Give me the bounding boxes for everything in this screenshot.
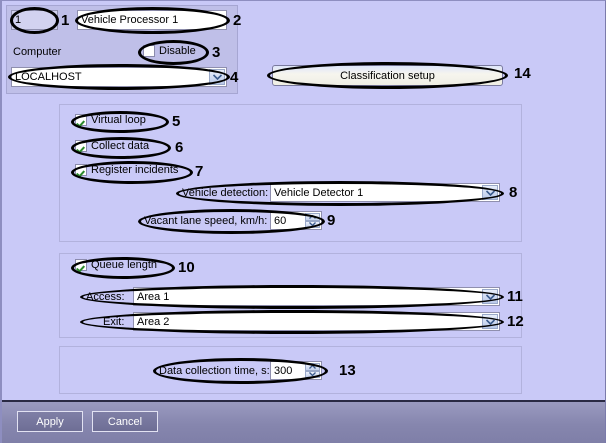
- vacant-lane-speed-spin-buttons[interactable]: [305, 213, 320, 228]
- callout-number-7: 7: [195, 163, 204, 180]
- chevron-down-icon[interactable]: [482, 314, 498, 329]
- virtual-loop-checkbox[interactable]: Virtual loop: [75, 114, 146, 126]
- access-select[interactable]: Area 1: [133, 287, 500, 306]
- disable-checkbox[interactable]: Disable: [143, 45, 196, 57]
- collect-data-checkbox-box[interactable]: [75, 140, 87, 152]
- queue-length-checkbox[interactable]: Queue length: [75, 259, 157, 271]
- callout-number-1: 1: [61, 12, 70, 29]
- computer-label: Computer: [13, 46, 62, 58]
- spinner-up-icon[interactable]: [305, 363, 320, 371]
- callout-number-3: 3: [212, 44, 221, 61]
- callout-number-10: 10: [178, 259, 195, 276]
- callout-number-9: 9: [327, 212, 336, 229]
- callout-number-6: 6: [175, 139, 184, 156]
- spinner-down-icon[interactable]: [305, 220, 320, 228]
- command-bar: Apply Cancel: [2, 400, 605, 443]
- vacant-lane-speed-stepper[interactable]: 60: [270, 211, 322, 230]
- exit-select[interactable]: Area 2: [133, 312, 500, 331]
- disable-checkbox-box[interactable]: [143, 45, 155, 57]
- queue-length-checkbox-box[interactable]: [75, 259, 87, 271]
- callout-number-14: 14: [514, 65, 531, 82]
- processor-id-field[interactable]: 1: [11, 10, 58, 30]
- callout-number-12: 12: [507, 313, 524, 330]
- register-incidents-checkbox-label: Register incidents: [91, 164, 179, 176]
- spinner-up-icon[interactable]: [305, 213, 320, 221]
- callout-number-5: 5: [172, 113, 181, 130]
- vacant-lane-speed-value: 60: [274, 215, 287, 227]
- apply-button-label: Apply: [36, 415, 64, 428]
- vehicle-detection-select-value: Vehicle Detector 1: [274, 187, 364, 199]
- callout-number-4: 4: [230, 69, 239, 86]
- callout-number-11: 11: [507, 288, 523, 305]
- queue-length-checkbox-label: Queue length: [91, 259, 158, 271]
- cancel-button[interactable]: Cancel: [92, 411, 158, 432]
- callout-number-13: 13: [339, 362, 356, 379]
- disable-checkbox-label: Disable: [159, 45, 196, 57]
- callout-number-2: 2: [233, 12, 242, 29]
- register-incidents-checkbox[interactable]: Register incidents: [75, 164, 178, 176]
- apply-button[interactable]: Apply: [17, 411, 83, 432]
- processor-name-field[interactable]: Vehicle Processor 1: [77, 10, 227, 30]
- exit-label: Exit:: [103, 316, 125, 328]
- chevron-down-icon[interactable]: [209, 69, 225, 85]
- access-select-value: Area 1: [137, 291, 170, 303]
- access-label: Access:: [86, 291, 125, 303]
- data-collection-time-value: 300: [274, 365, 293, 377]
- vehicle-detection-select[interactable]: Vehicle Detector 1: [270, 183, 500, 202]
- classification-setup-button[interactable]: Classification setup: [272, 65, 503, 86]
- chevron-down-icon[interactable]: [482, 289, 498, 304]
- classification-setup-button-label: Classification setup: [340, 69, 435, 82]
- queue-group: [59, 253, 522, 338]
- vacant-lane-speed-label: Vacant lane speed, km/h:: [144, 215, 268, 227]
- computer-select-value: LOCALHOST: [15, 71, 82, 83]
- register-incidents-checkbox-box[interactable]: [75, 164, 87, 176]
- exit-select-value: Area 2: [137, 316, 170, 328]
- data-collection-time-spin-buttons[interactable]: [305, 363, 320, 378]
- virtual-loop-checkbox-box[interactable]: [75, 114, 87, 126]
- chevron-down-icon[interactable]: [482, 185, 498, 200]
- detection-group: [59, 104, 522, 242]
- spinner-down-icon[interactable]: [305, 370, 320, 378]
- virtual-loop-checkbox-label: Virtual loop: [91, 114, 146, 126]
- data-collection-time-label: Data collection time, s:: [159, 365, 270, 377]
- collection-group: [59, 346, 522, 394]
- data-collection-time-stepper[interactable]: 300: [270, 361, 322, 380]
- collect-data-checkbox[interactable]: Collect data: [75, 140, 149, 152]
- vehicle-detection-label: Vehicle detection:: [182, 187, 269, 199]
- cancel-button-label: Cancel: [107, 415, 143, 428]
- callout-number-8: 8: [509, 184, 518, 201]
- computer-select[interactable]: LOCALHOST: [11, 67, 227, 87]
- collect-data-checkbox-label: Collect data: [91, 140, 150, 152]
